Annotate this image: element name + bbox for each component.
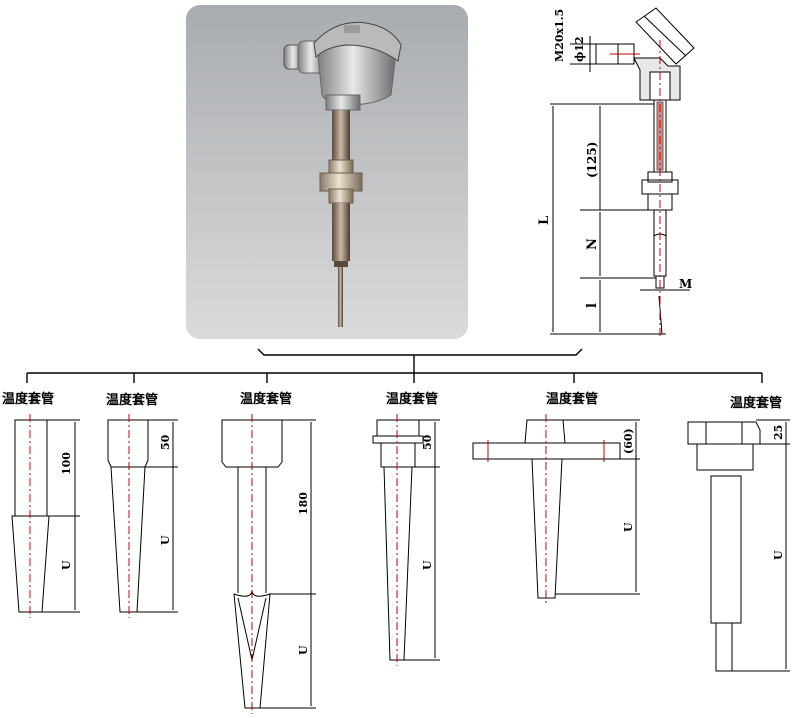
thermowell-label-6: 温度套管 bbox=[730, 396, 783, 411]
svg-text:(125): (125) bbox=[585, 142, 599, 178]
svg-text:(60): (60) bbox=[622, 428, 635, 454]
thermowell-label-5: 温度套管 bbox=[546, 392, 599, 407]
svg-text:U: U bbox=[60, 560, 73, 570]
thermowell-6-drawing bbox=[687, 419, 790, 672]
svg-text:U: U bbox=[159, 535, 172, 545]
thermowell-4-drawing bbox=[372, 419, 440, 661]
thermowell-5-drawing bbox=[472, 419, 640, 599]
svg-text:50: 50 bbox=[421, 434, 434, 450]
svg-text:L: L bbox=[537, 216, 552, 225]
svg-text:U: U bbox=[297, 645, 310, 655]
svg-text:100: 100 bbox=[60, 452, 73, 475]
thermowell-dimension-labels: 100 U 50 U 180 U 50 U (60) U 25 U bbox=[60, 425, 785, 655]
svg-text:U: U bbox=[622, 522, 635, 532]
thermowell-label-2: 温度套管 bbox=[106, 393, 159, 408]
thermowell-label-3: 温度套管 bbox=[240, 392, 293, 407]
thermowell-2-drawing bbox=[107, 419, 178, 613]
svg-text:50: 50 bbox=[159, 434, 172, 450]
svg-text:U: U bbox=[421, 560, 434, 570]
svg-text:l: l bbox=[585, 303, 600, 308]
main-dimension-labels: M20x1.5 ϕ12 (125) L N l M bbox=[537, 9, 692, 308]
svg-text:ϕ12: ϕ12 bbox=[573, 36, 586, 62]
grouping-brace bbox=[26, 348, 763, 383]
product-photo bbox=[186, 5, 468, 339]
thermowell-1-drawing bbox=[11, 419, 80, 613]
thermowell-label-1: 温度套管 bbox=[2, 392, 55, 407]
thermowell-3-drawing bbox=[221, 419, 316, 709]
thermocouple-photo-icon bbox=[283, 21, 402, 327]
svg-text:M: M bbox=[679, 277, 692, 291]
svg-text:M20x1.5: M20x1.5 bbox=[553, 9, 566, 62]
svg-text:25: 25 bbox=[772, 425, 785, 440]
thermowell-label-4: 温度套管 bbox=[386, 392, 439, 407]
svg-text:U: U bbox=[772, 550, 785, 560]
svg-text:180: 180 bbox=[297, 492, 310, 515]
svg-text:N: N bbox=[585, 238, 600, 250]
